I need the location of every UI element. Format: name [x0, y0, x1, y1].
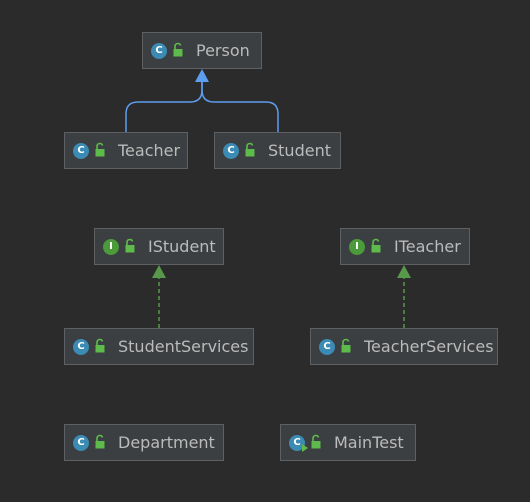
class-icon: C [73, 435, 89, 451]
class-name: Person [196, 41, 250, 60]
class-name: TeacherServices [364, 337, 494, 356]
class-node-maintest[interactable]: C MainTest [280, 424, 416, 461]
runnable-class-icon: C [289, 435, 308, 452]
class-node-department[interactable]: C Department [64, 424, 224, 461]
class-name: Department [118, 433, 215, 452]
unlocked-icon [125, 238, 135, 253]
unlocked-icon [95, 142, 105, 157]
run-arrow-icon [302, 444, 308, 452]
class-name: Teacher [118, 141, 181, 160]
unlocked-icon [371, 238, 381, 253]
implements-arrowhead-iteacher [397, 265, 411, 278]
class-node-teacherservices[interactable]: C TeacherServices [310, 328, 498, 365]
extends-arrowhead [195, 69, 209, 82]
unlocked-icon [311, 434, 321, 449]
implements-arrowhead-istudent [152, 265, 166, 278]
class-icon: C [73, 339, 89, 355]
class-node-studentservices[interactable]: C StudentServices [64, 328, 254, 365]
unlocked-icon [95, 434, 105, 449]
class-icon: C [151, 43, 167, 59]
interface-name: IStudent [148, 237, 216, 256]
unlocked-icon [245, 142, 255, 157]
interface-icon: I [349, 239, 365, 255]
unlocked-icon [173, 42, 183, 57]
class-name: MainTest [334, 433, 404, 452]
interface-node-iteacher[interactable]: I ITeacher [340, 228, 470, 265]
class-name: Student [268, 141, 331, 160]
interface-node-istudent[interactable]: I IStudent [94, 228, 224, 265]
edge-student-extends-person [201, 82, 279, 132]
unlocked-icon [95, 338, 105, 353]
class-icon: C [319, 339, 335, 355]
edge-teacher-extends-person [125, 82, 203, 132]
unlocked-icon [341, 338, 351, 353]
class-icon: C [223, 143, 239, 159]
class-node-person[interactable]: C Person [142, 32, 262, 69]
interface-name: ITeacher [394, 237, 461, 256]
class-icon: C [73, 143, 89, 159]
interface-icon: I [103, 239, 119, 255]
class-node-teacher[interactable]: C Teacher [64, 132, 188, 169]
class-node-student[interactable]: C Student [214, 132, 341, 169]
class-name: StudentServices [118, 337, 249, 356]
